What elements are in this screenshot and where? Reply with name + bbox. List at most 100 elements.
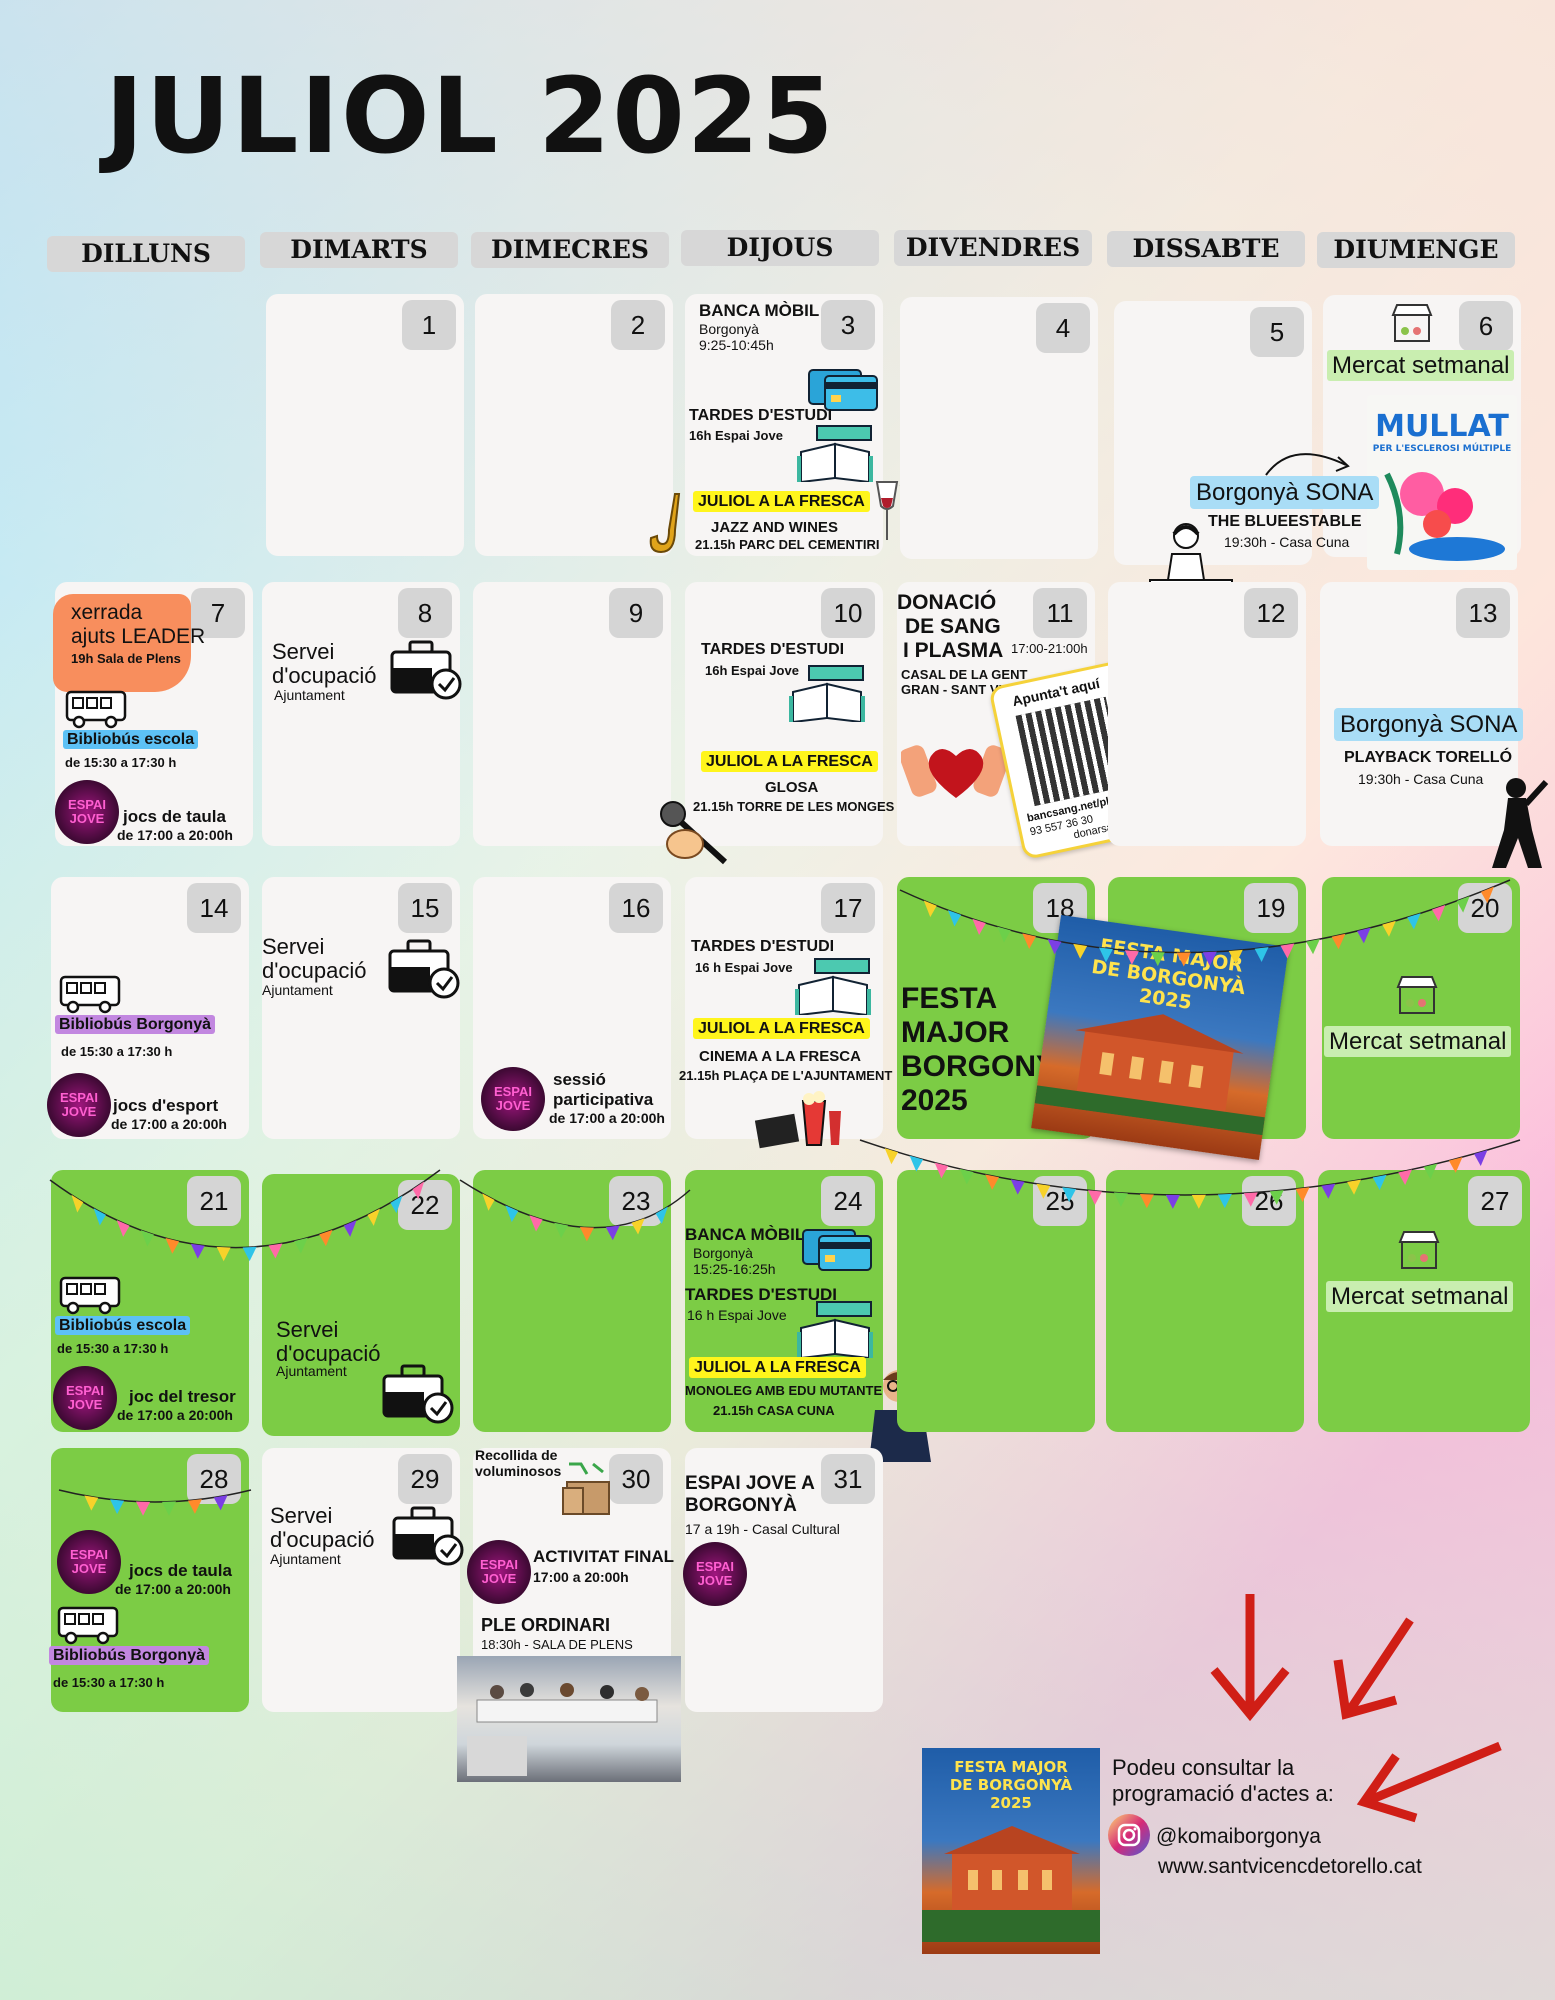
event-title: joc del tresor (129, 1387, 236, 1406)
event-time: 17:00-21:00h (1011, 641, 1088, 656)
day-number: 30 (609, 1454, 663, 1504)
mullat-poster: MULLAT PER L'ESCLEROSI MÚLTIPLE (1367, 395, 1517, 570)
day-cell-25[interactable]: 25 (897, 1170, 1095, 1432)
singer-silhouette-icon (1486, 776, 1552, 877)
event-title: GLOSA (765, 779, 819, 796)
day-number: 19 (1244, 883, 1298, 933)
event-time: 16h Espai Jove (705, 663, 799, 678)
day-number: 1 (402, 300, 456, 350)
instagram-icon[interactable] (1108, 1814, 1150, 1856)
day-number: 6 (1459, 301, 1513, 351)
credit-card-icon (807, 368, 879, 417)
day-number: 31 (821, 1454, 875, 1504)
briefcase-icon (390, 638, 462, 705)
day-number: 22 (398, 1180, 452, 1230)
day-number: 16 (609, 883, 663, 933)
event-title: THE BLUEESTABLE (1208, 513, 1362, 530)
event-title: 2025 (901, 1084, 968, 1117)
instagram-handle[interactable]: @komaiborgonya (1156, 1825, 1321, 1848)
day-cell-13[interactable]: 13 Borgonyà SONA PLAYBACK TORELLÓ 19:30h… (1320, 582, 1549, 868)
day-number: 27 (1468, 1176, 1522, 1226)
day-cell-8[interactable]: 8 Servei d'ocupació Ajuntament (262, 582, 462, 846)
day-number: 21 (187, 1176, 241, 1226)
event-place: Ajuntament (276, 1363, 347, 1379)
day-header-sat: DISSABTE (1107, 231, 1305, 267)
festa-major-poster[interactable]: FESTA MAJOR DE BORGONYÀ 2025 (1031, 915, 1289, 1160)
day-number: 13 (1456, 588, 1510, 638)
day-cell-17[interactable]: 17 TARDES D'ESTUDI 16 h Espai Jove JULIO… (679, 877, 892, 1149)
day-number: 17 (821, 883, 875, 933)
event-title: ESPAI JOVE A (685, 1473, 815, 1494)
cinema-popcorn-icon (754, 1091, 845, 1156)
event-place: Borgonyà (699, 321, 759, 337)
day-cell-9[interactable]: 9 (473, 582, 671, 846)
day-cell-23[interactable]: 23 (473, 1170, 671, 1432)
event-time: de 15:30 a 17:30 h (65, 755, 177, 770)
day-cell-2[interactable]: 2 (475, 294, 673, 556)
saxophone-icon (645, 490, 695, 565)
day-cell-5[interactable]: 5 (1114, 301, 1312, 565)
day-header-fri: DIVENDRES (894, 230, 1092, 266)
event-title: jocs d'esport (113, 1096, 219, 1115)
website-link[interactable]: www.santvicencdetorello.cat (1158, 1855, 1422, 1878)
day-cell-22[interactable]: 22 Servei d'ocupació Ajuntament (262, 1174, 460, 1436)
event-place: 19:30h - Casa Cuna (1224, 534, 1350, 550)
event-title: PLE ORDINARI (481, 1615, 611, 1635)
event-title: DONACIÓ (897, 591, 997, 614)
event-title: Bibliobús Borgonyà (55, 1015, 215, 1034)
day-cell-26[interactable]: 26 (1106, 1170, 1304, 1432)
event-place: Borgonyà (693, 1245, 753, 1261)
event-title: jocs de taula (123, 807, 226, 826)
event-place: 21.15h TORRE DE LES MONGES (693, 799, 895, 814)
event-time: 16 h Espai Jove (687, 1307, 787, 1323)
day-number: 28 (187, 1454, 241, 1504)
event-time: de 17:00 a 20:00h (117, 827, 233, 843)
day-cell-15[interactable]: 15 Servei d'ocupació Ajuntament (262, 877, 460, 1139)
day-number: 7 (191, 588, 245, 638)
day-cell-10[interactable]: 10 TARDES D'ESTUDI 16h Espai Jove JULIOL… (660, 582, 894, 865)
day-cell-14[interactable]: 14 Bibliobús Borgonyà de 15:30 a 17:30 h… (47, 877, 249, 1139)
day-number: 15 (398, 883, 452, 933)
day-number: 24 (821, 1176, 875, 1226)
day-cell-11[interactable]: 11 DONACIÓ DE SANG I PLASMA 17:00-21:00h… (897, 582, 1158, 861)
market-stall-icon (1394, 973, 1440, 1022)
day-cell-3[interactable]: 3 BANCA MÒBIL Borgonyà 9:25-10:45h TARDE… (649, 294, 923, 556)
recycle-box-icon (557, 1458, 617, 1523)
day-number: 26 (1242, 1176, 1296, 1226)
day-cell-4[interactable]: 4 (900, 297, 1098, 559)
leader-blob (53, 594, 191, 692)
event-title: voluminosos (475, 1463, 562, 1479)
day-cell-21[interactable]: 21 Bibliobús escola de 15:30 a 17:30 h E… (51, 1170, 249, 1432)
day-cell-7[interactable]: 7 xerrada ajuts LEADER 19h Sala de Plens… (53, 582, 253, 846)
book-icon (789, 662, 869, 727)
event-place: 21.15h CASA CUNA (713, 1403, 835, 1418)
day-cell-27[interactable]: 27 Mercat setmanal (1318, 1170, 1530, 1432)
day-cell-12[interactable]: 12 (1108, 582, 1306, 846)
bus-icon (59, 973, 123, 1020)
event-title: xerrada (71, 601, 143, 624)
event-title: TARDES D'ESTUDI (685, 1285, 838, 1304)
day-cell-29[interactable]: 29 Servei d'ocupació Ajuntament (262, 1448, 464, 1712)
event-title: d'ocupació (272, 663, 377, 688)
day-cell-20[interactable]: 20 Mercat setmanal (1322, 877, 1520, 1139)
day-header-thu: DIJOUS (681, 230, 879, 266)
day-cell-31[interactable]: 31 ESPAI JOVE A BORGONYÀ 17 a 19h - Casa… (683, 1448, 883, 1712)
page-title: JULIOL 2025 (105, 55, 836, 177)
event-title: jocs de taula (129, 1561, 232, 1580)
day-number: 23 (609, 1176, 663, 1226)
festa-major-footer-poster[interactable]: FESTA MAJOR DE BORGONYÀ 2025 (922, 1748, 1100, 1954)
event-time: 16 h Espai Jove (695, 960, 793, 975)
event-time: 17:00 a 20:00h (533, 1569, 629, 1585)
day-number: 14 (187, 883, 241, 933)
event-title: Recollida de (475, 1447, 558, 1463)
event-title: Mercat setmanal (1324, 1026, 1512, 1057)
day-cell-1[interactable]: 1 (266, 294, 464, 556)
day-cell-6[interactable]: 6 Mercat setmanal MULLAT PER L'ESCLEROSI… (1323, 295, 1521, 570)
day-cell-24[interactable]: 24 BANCA MÒBIL Borgonyà 15:25-16:25h TAR… (685, 1170, 931, 1462)
market-stall-icon (1389, 301, 1435, 350)
